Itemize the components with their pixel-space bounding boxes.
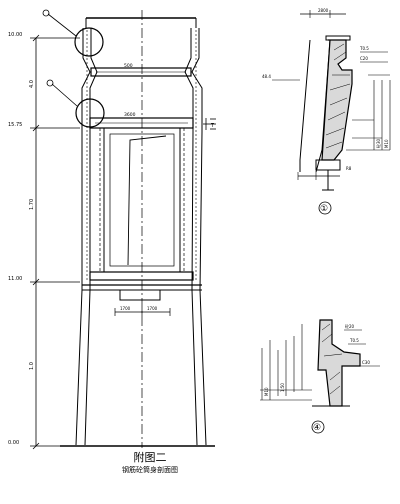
detail-4-label-4: 1:50 <box>280 383 285 392</box>
detail-1-label-5: M10 <box>384 139 389 148</box>
caption-subtitle: 钢筋砼筒身剖面图 <box>122 466 178 474</box>
left-dim-3: 1.0 <box>29 362 35 370</box>
wall-hatching <box>86 30 197 280</box>
detail-4-number: ④ <box>313 423 321 433</box>
detail-1-number-circle <box>318 201 332 215</box>
bottom-dim-1: 1700 <box>120 306 131 311</box>
right-mark-label: T <box>210 123 215 129</box>
right-inner-wall <box>184 28 198 446</box>
detail-1-label-1: T0.5 <box>359 46 369 51</box>
detail-4-label-1: T0.5 <box>349 338 359 343</box>
detail-1-outer-face <box>299 39 311 172</box>
bottom-platform <box>89 271 194 281</box>
level-label-top: 10.00 <box>8 32 22 38</box>
level-label-base: 0.00 <box>8 440 19 446</box>
detail-1-number: ① <box>320 204 328 214</box>
level-label-2: 15.75 <box>8 122 22 128</box>
left-outer-wall <box>75 28 91 446</box>
callout-circle-lower <box>75 98 105 128</box>
support-block <box>119 289 161 301</box>
detail-1-label-2: C20 <box>360 56 368 61</box>
detail-1-drawing <box>272 10 391 191</box>
bottom-dim-2: 1700 <box>147 306 158 311</box>
left-dim-2: 1.70 <box>29 199 35 210</box>
left-dim-1: 4.0 <box>29 80 35 88</box>
center-label-2: 3600 <box>124 112 136 118</box>
ring-beam-upper <box>90 67 192 77</box>
detail-4-section <box>317 319 361 407</box>
callout-circle-upper <box>74 27 104 57</box>
caption-title: 附图二 <box>133 451 167 464</box>
right-section-mark <box>203 118 216 130</box>
detail-4-label-3: M10 <box>264 387 269 396</box>
bottom-dimension <box>114 308 171 316</box>
detail-1-label-3: 48.4 <box>262 74 271 79</box>
detail-4-label-0: 砼20 <box>345 323 355 329</box>
right-outer-wall <box>191 28 207 446</box>
level-label-3: 11.00 <box>8 276 22 282</box>
detail-1-section <box>321 39 353 161</box>
detail-1-label-6: R8 <box>346 166 352 171</box>
tower-elevation <box>60 10 215 448</box>
inner-stair-line <box>127 135 167 266</box>
detail-1-label-4: 砼30 <box>375 138 381 148</box>
detail-4-label-2: C30 <box>362 360 370 365</box>
detail-4-drawing <box>260 319 380 407</box>
detail-callouts <box>42 9 105 128</box>
detail-1-label-0: 2800 <box>318 8 329 13</box>
detail-4-number-circle <box>311 420 325 434</box>
left-dimension-line <box>30 34 80 450</box>
center-label-1: 500 <box>124 63 133 69</box>
